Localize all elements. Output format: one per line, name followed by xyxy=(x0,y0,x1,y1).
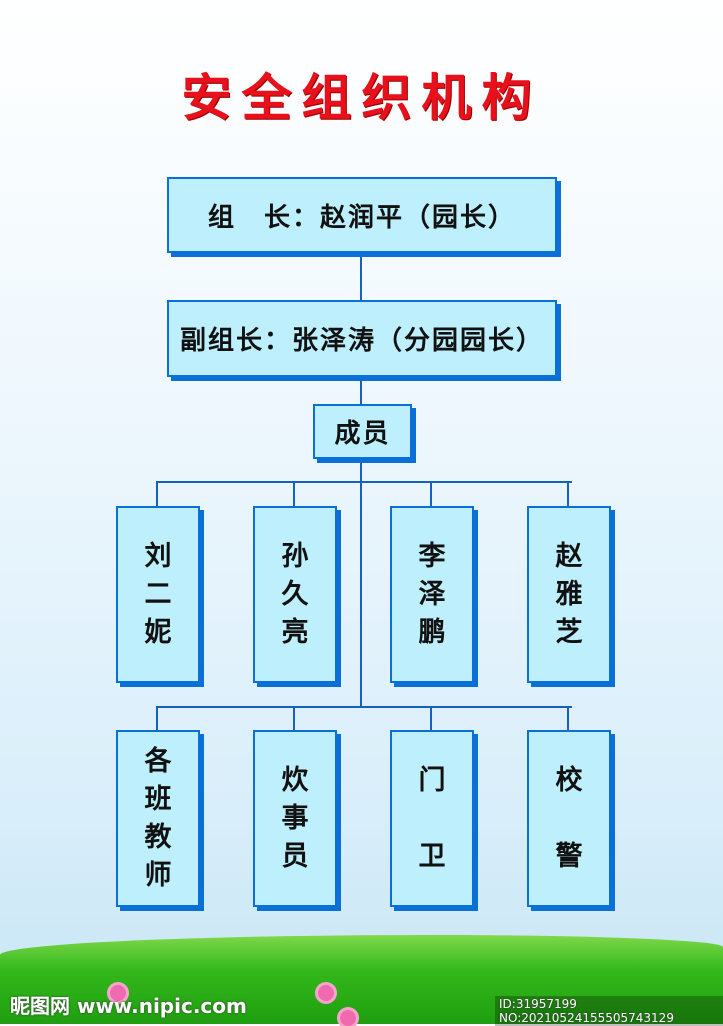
connector xyxy=(156,483,158,506)
member-box: 各班教师 xyxy=(116,730,200,907)
member-name-char: 孙 xyxy=(281,540,309,572)
page-title: 安全组织机构 xyxy=(181,69,542,127)
member-name-char: 芝 xyxy=(555,616,583,648)
member-name-char: 教 xyxy=(144,821,172,853)
member-name-char: 班 xyxy=(144,783,172,815)
member-name-char: 事 xyxy=(281,802,309,834)
member-name-char: 亮 xyxy=(281,616,309,648)
member-name-char: 久 xyxy=(281,578,309,610)
member-box: 门卫 xyxy=(390,730,474,907)
member-name-char: 雅 xyxy=(555,578,583,610)
member-name-char: 师 xyxy=(144,859,172,891)
connector xyxy=(430,483,432,506)
connector xyxy=(360,253,362,303)
member-name-char: 各 xyxy=(144,745,172,777)
connector xyxy=(567,708,569,730)
connector xyxy=(293,708,295,730)
member-name-char: 卫 xyxy=(418,840,446,872)
leader-box: 组 长：赵润平（园长） xyxy=(167,177,557,253)
watermark-site: 昵图网 www.nipic.com xyxy=(10,994,247,1018)
member-name-char: 员 xyxy=(281,840,309,872)
member-box: 刘二妮 xyxy=(116,506,200,683)
member-name-char: 警 xyxy=(555,840,583,872)
member-name-char: 泽 xyxy=(418,578,446,610)
flower-decoration xyxy=(318,985,334,1001)
connector xyxy=(360,377,362,407)
member-name-char: 二 xyxy=(144,578,172,610)
member-name-char: 赵 xyxy=(555,540,583,572)
connector xyxy=(567,483,569,506)
member-box: 赵雅芝 xyxy=(527,506,611,683)
members-box: 成员 xyxy=(313,404,412,459)
member-name-char: 门 xyxy=(418,764,446,796)
connector xyxy=(430,708,432,730)
member-name-char: 李 xyxy=(418,540,446,572)
connector xyxy=(156,481,572,483)
grass-background xyxy=(0,935,723,1024)
member-name-char: 炊 xyxy=(281,764,309,796)
flower-decoration xyxy=(340,1010,356,1026)
watermark-id: ID:31957199 NO:20210524155505743129 xyxy=(495,996,723,1026)
deputy-box: 副组长：张泽涛（分园园长） xyxy=(167,300,557,377)
member-box: 孙久亮 xyxy=(253,506,337,683)
member-name-char: 刘 xyxy=(144,540,172,572)
member-box: 校警 xyxy=(527,730,611,907)
connector xyxy=(293,483,295,506)
member-name-char: 妮 xyxy=(144,616,172,648)
member-name-char: 校 xyxy=(555,764,583,796)
member-box: 李泽鹏 xyxy=(390,506,474,683)
connector xyxy=(156,708,158,730)
connector xyxy=(156,706,572,708)
flower-decoration xyxy=(110,985,126,1001)
member-box: 炊事员 xyxy=(253,730,337,907)
connector xyxy=(360,459,362,708)
member-name-char: 鹏 xyxy=(418,616,446,648)
